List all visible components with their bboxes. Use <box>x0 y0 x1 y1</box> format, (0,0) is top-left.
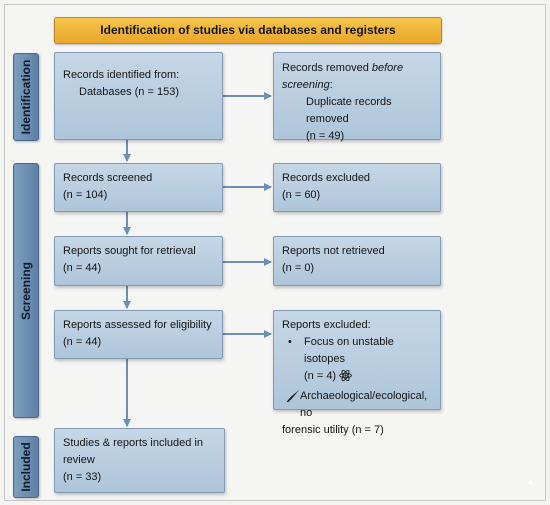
sparkle-icon: ✦ <box>526 478 535 489</box>
included-count: (n = 33) <box>63 471 102 483</box>
reports-sought-box: Reports sought for retrieval (n = 44) <box>54 236 223 286</box>
records-screened-title: Records screened <box>63 172 153 184</box>
records-identified-source: Databases (n = 153) <box>79 86 179 98</box>
exclusion-reason-archaeological: Archaeological/ecological, no <box>282 388 432 422</box>
reports-sought-title: Reports sought for retrieval <box>63 245 196 257</box>
records-removed-before: before <box>371 62 404 74</box>
records-excluded-title: Records excluded <box>282 172 371 184</box>
records-excluded-count: (n = 60) <box>282 189 321 201</box>
phase-identification: Identification <box>13 53 39 141</box>
records-screened-count: (n = 104) <box>63 189 108 201</box>
phase-included: Included <box>13 436 39 498</box>
records-excluded-box: Records excluded (n = 60) <box>273 163 441 212</box>
reports-sought-count: (n = 44) <box>63 262 102 274</box>
records-identified-title: Records identified from: <box>63 69 180 81</box>
records-removed-screening: screening <box>282 79 330 91</box>
records-removed-colon: : <box>329 79 333 91</box>
records-identified-box: Records identified from: Databases (n = … <box>54 52 223 140</box>
records-removed-prefix: Records removed <box>282 62 372 74</box>
phase-screening: Screening <box>13 163 39 418</box>
exclusion-reason-archaeological-text: Archaeological/ecological, no <box>300 390 428 419</box>
records-screened-box: Records screened (n = 104) <box>54 163 223 212</box>
bullet-dot: • <box>288 336 292 348</box>
reports-assessed-count: (n = 44) <box>63 336 102 348</box>
reports-assessed-box: Reports assessed for eligibility (n = 44… <box>54 310 223 359</box>
atom-icon <box>339 369 352 388</box>
exclusion-reason-unstable-line2: (n = 4) <box>282 368 432 388</box>
included-line1: Studies & reports included in <box>63 437 204 449</box>
records-removed-count: (n = 49) <box>306 130 345 142</box>
reports-not-retrieved-title: Reports not retrieved <box>282 245 385 257</box>
exclusion-reason-unstable-text: Focus on unstable isotopes <box>304 336 394 365</box>
records-removed-box: Records removed before screening: Duplic… <box>273 52 441 142</box>
included-line2: review <box>63 454 95 466</box>
reports-excluded-box: Reports excluded: • Focus on unstable is… <box>273 310 441 436</box>
exclusion-reason-archaeological-line2: forensic utility (n = 7) <box>282 424 384 436</box>
included-box: Studies & reports included in review (n … <box>54 428 225 493</box>
records-removed-heading-2: screening: <box>282 77 432 94</box>
exclusion-reason-unstable: • Focus on unstable isotopes <box>282 334 432 368</box>
exclusion-reason-unstable-count: (n = 4) <box>304 370 337 382</box>
knife-icon <box>286 389 300 409</box>
banner-title: Identification of studies via databases … <box>54 17 442 44</box>
reports-assessed-title: Reports assessed for eligibility <box>63 319 212 331</box>
reports-excluded-title: Reports excluded: <box>282 319 371 331</box>
records-removed-detail: Duplicate records removed <box>306 96 392 125</box>
reports-not-retrieved-box: Reports not retrieved (n = 0) <box>273 236 441 286</box>
records-removed-heading: Records removed before <box>282 60 432 77</box>
reports-not-retrieved-count: (n = 0) <box>282 262 315 274</box>
